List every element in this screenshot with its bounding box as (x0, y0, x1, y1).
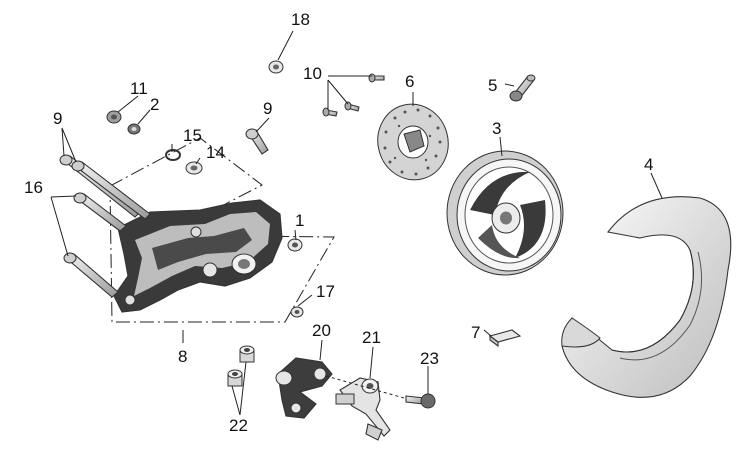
tire-4 (561, 196, 732, 398)
bushing-14 (185, 161, 203, 175)
callout-22: 22 (229, 416, 248, 435)
callout-15: 15 (183, 126, 202, 145)
callout-17: 17 (316, 282, 335, 301)
callout-20: 20 (312, 321, 331, 340)
bolt-16 (63, 192, 127, 298)
arm-21 (335, 377, 391, 441)
weight-7 (488, 329, 522, 348)
collar-22-upper (239, 345, 255, 363)
callout-18: 18 (291, 10, 310, 29)
brake-disc-6 (377, 103, 449, 181)
caliper-bracket (113, 199, 283, 313)
callout-9-left: 9 (53, 109, 62, 128)
cap-18 (268, 60, 284, 74)
cap-17 (290, 306, 304, 318)
callout-1: 1 (295, 211, 304, 230)
callout-8: 8 (178, 347, 187, 366)
callout-23: 23 (420, 349, 439, 368)
bolt-9-right (245, 128, 269, 155)
callout-5: 5 (488, 76, 497, 95)
valve-5 (509, 74, 536, 102)
wheel-rim-3 (446, 150, 564, 276)
screws-10 (322, 73, 385, 117)
collar-22-lower (227, 369, 243, 387)
bolt-23 (405, 393, 436, 409)
callout-21: 21 (362, 328, 381, 347)
nut-11 (106, 110, 122, 124)
callout-10: 10 (303, 64, 322, 83)
callout-16: 16 (24, 178, 43, 197)
callout-2: 2 (150, 95, 159, 114)
bracket-20 (275, 357, 333, 419)
callout-7: 7 (471, 323, 480, 342)
bolt-9-left (59, 154, 151, 220)
washer-2 (127, 123, 141, 135)
callout-11: 11 (130, 79, 148, 98)
cap-1 (287, 238, 303, 252)
callout-labels: 18 10 6 5 3 4 7 11 2 15 14 9 9 16 1 17 8… (24, 10, 653, 435)
callout-9-right: 9 (263, 99, 272, 118)
callout-14: 14 (206, 143, 225, 162)
leader-lines (50, 30, 663, 416)
callout-3: 3 (492, 119, 501, 138)
o-ring-15 (165, 149, 181, 161)
callout-6: 6 (405, 72, 414, 91)
callout-4: 4 (644, 155, 653, 174)
